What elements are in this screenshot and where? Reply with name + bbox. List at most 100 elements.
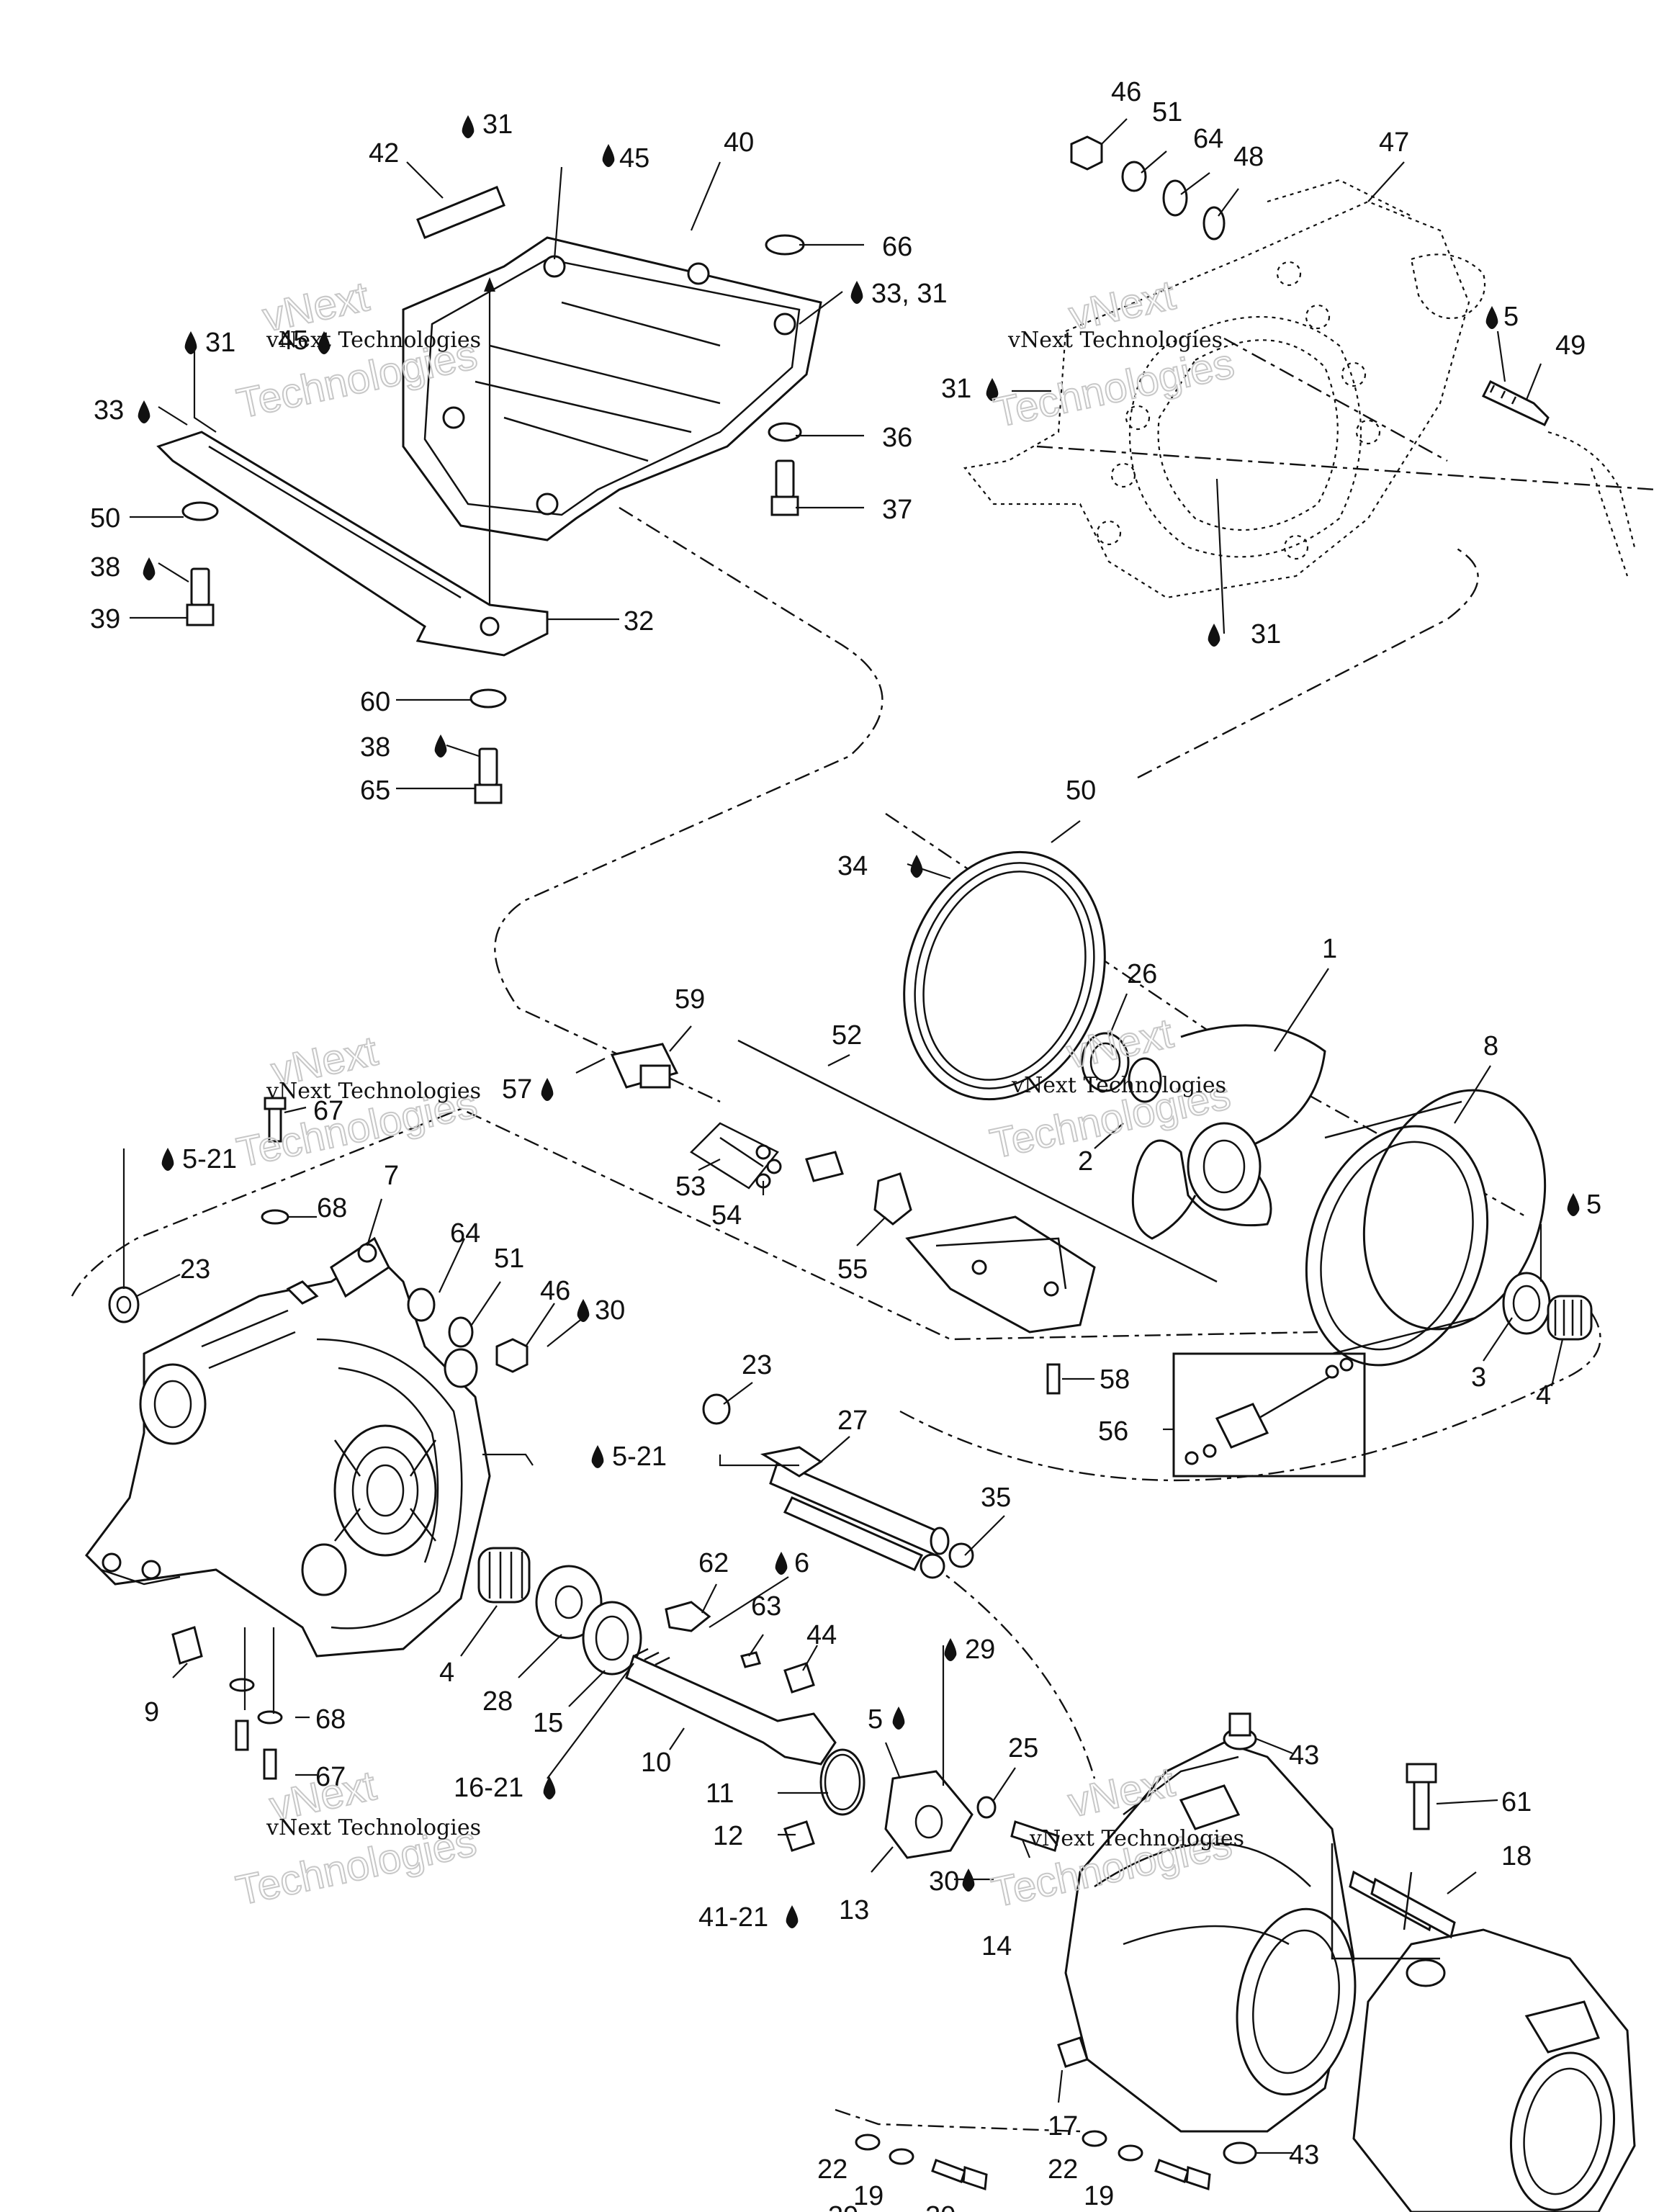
callout-56: 56 <box>1098 1416 1128 1447</box>
callout-35: 35 <box>981 1483 1011 1513</box>
drop-icon <box>1208 624 1220 647</box>
housing-hardware <box>1070 135 1550 426</box>
callout-38-a: 38 <box>90 552 120 583</box>
drop-icon <box>434 734 447 757</box>
drop-icon <box>462 115 475 138</box>
housing-left-hardware <box>108 1097 529 1780</box>
callout-1: 1 <box>1322 934 1337 964</box>
callout-52: 52 <box>832 1020 862 1051</box>
callout-68-b: 68 <box>315 1704 346 1735</box>
callout-5-c: 5 <box>868 1704 883 1735</box>
callout-30-a: 30 <box>595 1295 625 1326</box>
tube-part-27 <box>702 1393 974 1579</box>
callout-58: 58 <box>1100 1364 1130 1395</box>
callout-16-21: 16-21 <box>454 1773 523 1803</box>
callout-19-a: 19 <box>853 2181 884 2211</box>
drop-icon <box>892 1707 905 1730</box>
callout-54: 54 <box>711 1200 742 1231</box>
callout-31-a: 31 <box>482 109 513 140</box>
impeller-part-1 <box>1131 1024 1326 1240</box>
callout-65: 65 <box>360 775 390 806</box>
drop-icon <box>602 144 615 167</box>
drop-icon <box>143 557 156 580</box>
callout-59: 59 <box>675 984 705 1015</box>
watermark-text-2: vNext Technologies <box>1007 328 1223 353</box>
drop-icon <box>1485 306 1498 329</box>
callout-43-a: 43 <box>1289 1740 1319 1771</box>
callout-37: 37 <box>882 495 912 525</box>
drop-icons <box>138 115 1580 1928</box>
callout-31-d: 31 <box>1251 619 1281 649</box>
callout-11: 11 <box>706 1779 734 1809</box>
callout-67-b: 67 <box>315 1762 346 1792</box>
callout-41-21: 41-21 <box>698 1902 768 1933</box>
pins-part-18-bolt-61 <box>1331 1763 1456 1960</box>
callout-6: 6 <box>794 1548 809 1578</box>
watermark-text-6: vNext Technologies <box>1029 1826 1244 1851</box>
intake-housing-part-47 <box>963 179 1636 599</box>
bottom-cutoff-labels: 39 20 <box>828 2201 956 2212</box>
callout-57: 57 <box>502 1074 532 1105</box>
callout-61: 61 <box>1501 1787 1532 1817</box>
callout-47: 47 <box>1379 127 1409 158</box>
callout-55: 55 <box>837 1254 868 1285</box>
callout-22-a: 22 <box>817 2154 848 2185</box>
bottom-hardware <box>855 2130 1211 2191</box>
callout-51-a: 51 <box>1152 97 1182 127</box>
callout-5-21-b: 5-21 <box>612 1442 667 1472</box>
callout-3: 3 <box>1471 1362 1486 1393</box>
drop-icon <box>541 1078 554 1101</box>
watermark-text-1: vNext Technologies <box>266 328 481 353</box>
callout-64-b: 64 <box>450 1218 480 1249</box>
sensor-assembly-parts-52-59 <box>610 1039 1218 1395</box>
callout-9: 9 <box>144 1697 159 1727</box>
detail-box-part-56 <box>1172 1352 1366 1478</box>
callout-36: 36 <box>882 423 912 453</box>
drop-icon <box>318 331 331 354</box>
drop-icon <box>910 855 923 878</box>
leader-lines <box>122 118 1564 2154</box>
drop-icon <box>850 281 863 304</box>
callout-8: 8 <box>1483 1031 1498 1061</box>
callout-22-b: 22 <box>1048 2154 1078 2185</box>
callout-39-b: 39 <box>828 2201 858 2212</box>
watermark-text-4: vNext Technologies <box>1011 1073 1226 1098</box>
wear-ring-part-50 <box>903 850 1106 1101</box>
callout-49: 49 <box>1555 331 1586 361</box>
callout-18: 18 <box>1501 1841 1532 1871</box>
callout-5-21-a: 5-21 <box>182 1144 237 1174</box>
bearing-part-26 <box>1081 1032 1162 1103</box>
drive-shaft-part-10 <box>625 1647 837 1766</box>
callout-40: 40 <box>724 127 754 158</box>
callout-67-a: 67 <box>313 1096 343 1126</box>
drop-icon <box>184 331 197 354</box>
callout-63: 63 <box>751 1591 781 1622</box>
drop-icon <box>775 1552 788 1575</box>
hardware-washers-bolts <box>181 234 805 804</box>
wear-block-part-42 <box>416 186 505 239</box>
callout-46-a: 46 <box>1111 77 1141 107</box>
drop-icon <box>161 1148 174 1171</box>
callout-7: 7 <box>384 1161 399 1191</box>
drop-icon <box>986 378 999 401</box>
axis-arrow <box>484 277 495 605</box>
callout-25: 25 <box>1008 1733 1038 1763</box>
callout-27: 27 <box>837 1406 868 1436</box>
callout-31-c: 31 <box>941 374 971 404</box>
callout-23-b: 23 <box>742 1350 772 1380</box>
watermark-text-5: vNext Technologies <box>266 1815 481 1840</box>
drop-icon <box>962 1869 975 1892</box>
watermark-technologies-2: Technologies <box>990 340 1238 436</box>
watermark-text-3: vNext Technologies <box>266 1079 481 1104</box>
drop-icon <box>591 1445 604 1468</box>
seal-bearing-parts-3-4 <box>1502 1272 1593 1341</box>
callout-50-b: 50 <box>1066 775 1096 806</box>
callout-4-a: 4 <box>1536 1380 1551 1411</box>
callout-44: 44 <box>806 1620 837 1650</box>
callout-45-a: 45 <box>619 143 649 174</box>
callout-4-b: 4 <box>439 1658 454 1688</box>
bearings-parts-4-28-15 <box>477 1547 642 1676</box>
callout-48: 48 <box>1233 142 1264 172</box>
intake-rail-part-32 <box>156 431 549 657</box>
